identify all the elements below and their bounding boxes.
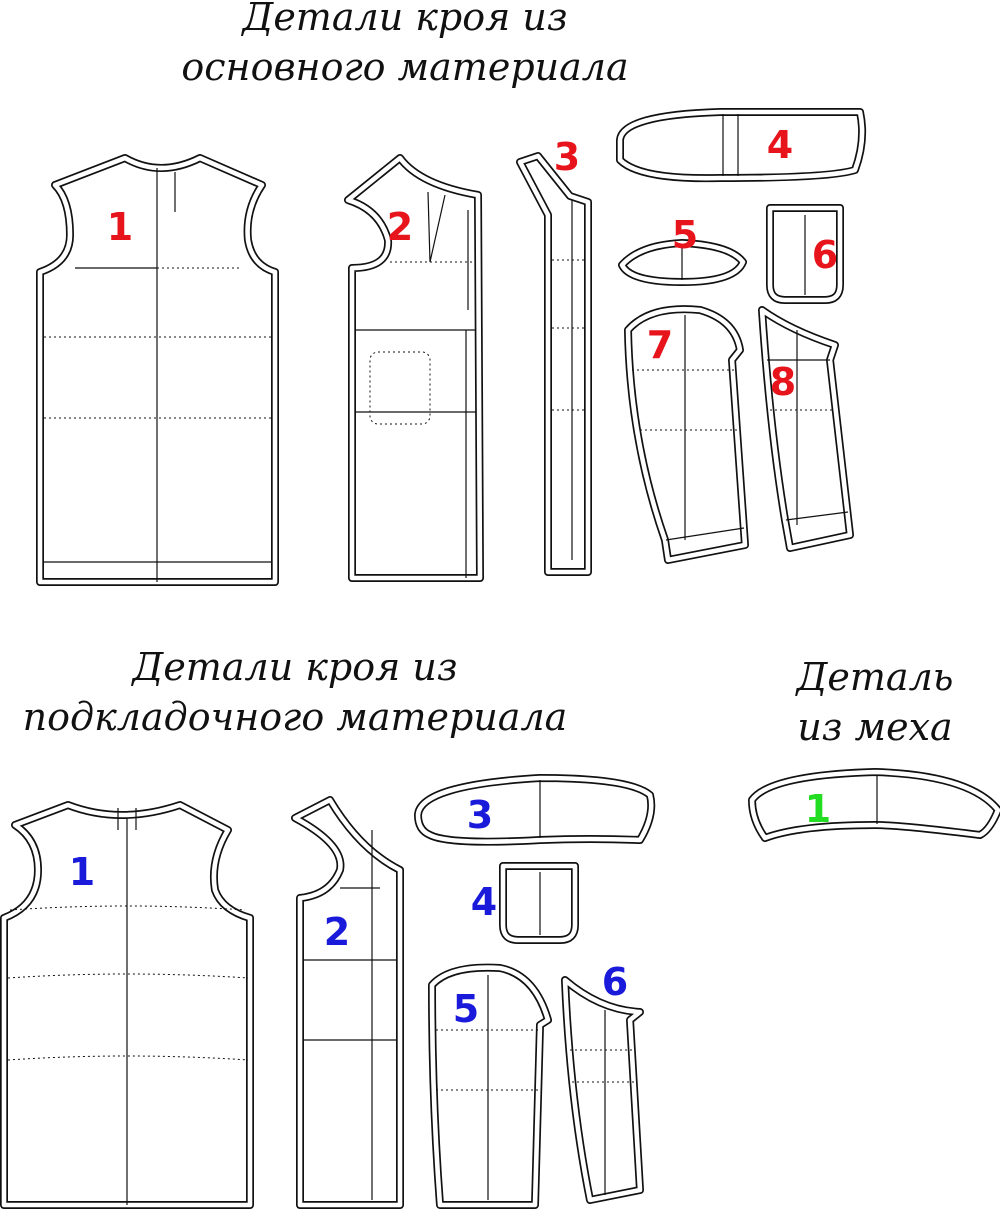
piece-number: 5: [672, 213, 698, 257]
main-piece-4-collar: 4: [616, 108, 867, 183]
piece-number: 1: [805, 787, 831, 831]
piece-number: 5: [453, 987, 479, 1031]
lining-piece-5-upper-sleeve: 5: [428, 963, 552, 1209]
piece-number: 1: [69, 850, 95, 894]
main-piece-7-upper-sleeve: 7: [624, 305, 749, 564]
main-piece-3-facing: 3: [516, 135, 592, 576]
piece-number: 4: [767, 123, 793, 167]
main-piece-8-under-sleeve: 8: [758, 306, 854, 552]
fur-title-line2: из меха: [797, 705, 952, 749]
main-piece-5-back-facing: 5: [618, 213, 747, 286]
lining-piece-1-back: 1: [0, 801, 254, 1209]
piece-number: 1: [107, 205, 133, 249]
piece-number: 7: [647, 323, 673, 367]
piece-number: 6: [602, 960, 628, 1004]
piece-number: 3: [554, 135, 580, 179]
lining-piece-6-under-sleeve: 6: [561, 960, 644, 1204]
piece-number: 4: [471, 880, 497, 924]
main-title-line1: Детали кроя из: [240, 0, 567, 39]
lining-piece-2-front: 2: [291, 796, 404, 1209]
piece-number: 3: [467, 793, 493, 837]
main-piece-1-back: 1: [36, 154, 279, 586]
lining-title-line2: подкладочного материала: [23, 695, 568, 739]
piece-number: 6: [812, 233, 838, 277]
lining-title-line1: Детали кроя из: [130, 645, 457, 689]
piece-number: 8: [770, 360, 796, 404]
fur-piece-1-collar: 1: [748, 768, 1000, 842]
main-piece-2-front: 2: [344, 154, 484, 582]
piece-number: 2: [324, 910, 350, 954]
main-piece-6-pocket: 6: [766, 204, 844, 304]
fur-title-line1: Деталь: [795, 655, 954, 699]
main-title-line2: основного материала: [181, 45, 628, 89]
piece-number: 2: [387, 205, 413, 249]
lining-piece-4-pocket: 4: [471, 862, 579, 944]
lining-piece-3-collar: 3: [414, 774, 656, 846]
